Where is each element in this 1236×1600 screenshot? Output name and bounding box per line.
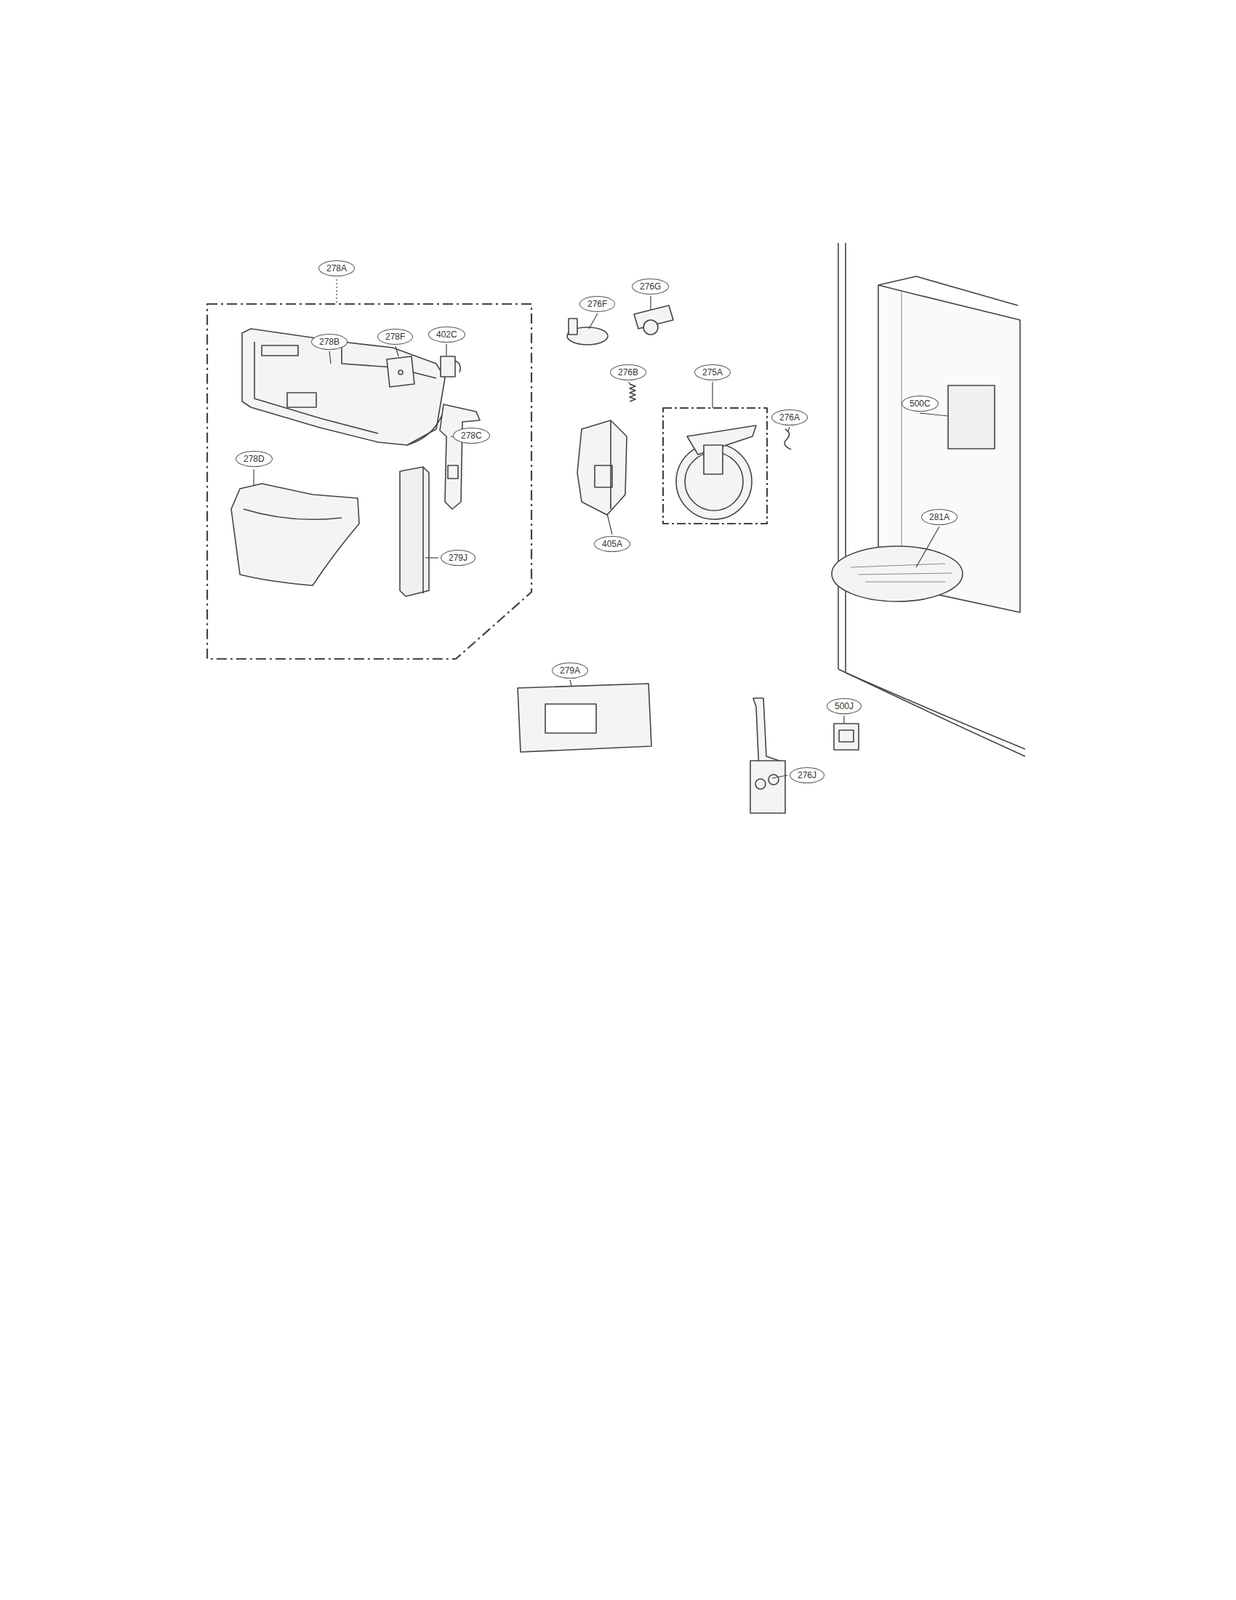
callout-number: 405A <box>594 535 631 552</box>
lever <box>439 404 480 509</box>
connector-part <box>833 723 859 750</box>
callout-number: 278C <box>452 427 491 444</box>
refrigerator-door <box>831 242 1026 757</box>
cam <box>567 318 608 345</box>
motor <box>676 425 757 520</box>
bracket <box>633 305 674 335</box>
ice-chute <box>231 468 360 586</box>
solenoid <box>577 420 627 515</box>
callout-number: 500J <box>826 697 862 714</box>
callout-number: 276J <box>789 767 825 784</box>
callout-number: 276B <box>610 364 647 381</box>
switch-lever <box>750 697 786 813</box>
callout-number: 278F <box>377 328 413 345</box>
motor-group-outline <box>663 407 768 524</box>
callout-number: 278B <box>311 333 348 350</box>
small-plate <box>386 356 415 387</box>
dispenser-housing <box>242 328 445 445</box>
callout-number: 500C <box>901 395 939 412</box>
part-drawings <box>207 242 1026 813</box>
paddle <box>399 466 429 597</box>
callout-number: 276G <box>631 278 669 295</box>
leader-lines <box>329 295 949 778</box>
callout-number: 281A <box>921 508 958 525</box>
callout-number: 276A <box>771 409 808 426</box>
micro-switch <box>440 356 461 377</box>
callout-number: 275A <box>694 364 731 381</box>
callout-number: 276F <box>579 295 616 312</box>
wire-spring <box>784 428 792 450</box>
leader-line <box>335 279 337 304</box>
callout-number: 279J <box>440 549 476 566</box>
callout-number: 402C <box>428 326 466 343</box>
control-panel <box>517 683 652 752</box>
callout-number: 279A <box>551 662 589 679</box>
group-outline <box>207 303 532 659</box>
spring <box>629 383 636 402</box>
callout-number: 278D <box>235 450 273 467</box>
callout-number: 278A <box>318 260 355 277</box>
leader-line <box>253 468 254 486</box>
